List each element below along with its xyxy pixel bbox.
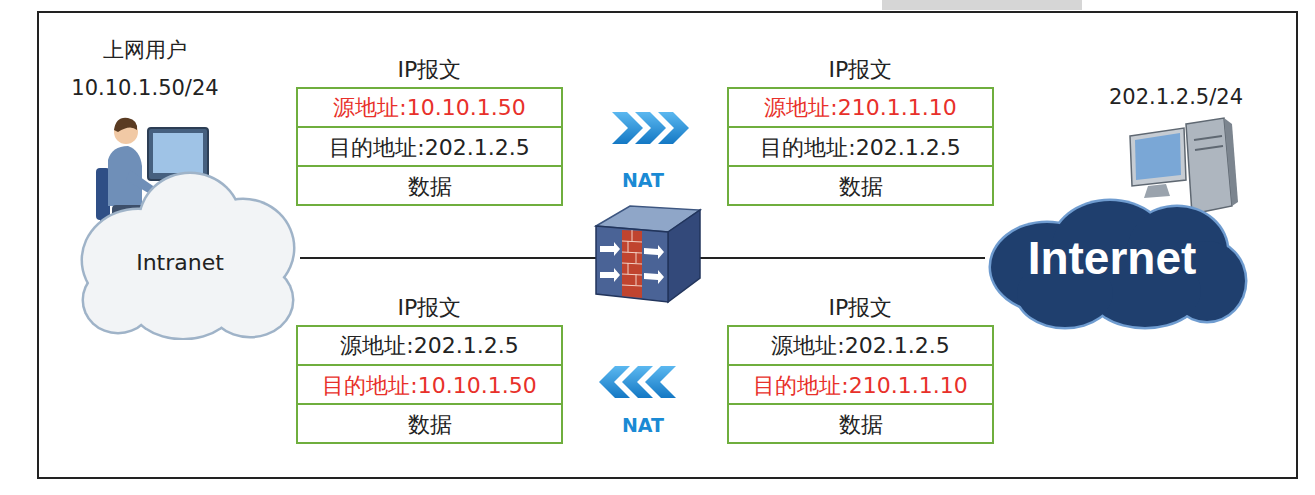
packet-heading: IP报文 — [296, 52, 563, 87]
packet-table: IP报文源地址:210.1.1.10目的地址:202.1.2.5数据 — [727, 52, 994, 206]
packet-table: IP报文源地址:10.10.1.50目的地址:202.1.2.5数据 — [296, 52, 563, 206]
address-label: 10.10.1.50/24 — [71, 76, 218, 100]
cloud-lobe — [84, 268, 152, 332]
cloud-fill — [991, 201, 1245, 327]
packet-table: IP报文源地址:202.1.2.5目的地址:210.1.1.10数据 — [727, 290, 994, 444]
packet-field: 数据 — [729, 403, 992, 442]
cloud-outline — [989, 199, 1248, 330]
firewall-icon — [596, 206, 700, 302]
nat-chevrons-left — [599, 366, 676, 398]
packet-field: 源地址:202.1.2.5 — [729, 327, 992, 364]
packet-field: 目的地址:210.1.1.10 — [729, 364, 992, 403]
packet-field: 目的地址:202.1.2.5 — [298, 126, 561, 165]
packet-fields: 源地址:202.1.2.5目的地址:10.10.1.50数据 — [296, 325, 563, 444]
packet-field: 数据 — [298, 165, 561, 204]
packet-field: 源地址:202.1.2.5 — [298, 327, 561, 364]
packet-table: IP报文源地址:202.1.2.5目的地址:10.10.1.50数据 — [296, 290, 563, 444]
packet-fields: 源地址:202.1.2.5目的地址:210.1.1.10数据 — [727, 325, 994, 444]
packet-field: 源地址:210.1.1.10 — [729, 89, 992, 126]
cloud-outline — [81, 172, 296, 341]
cloud-label: Intranet — [136, 250, 224, 275]
cloud-fill — [83, 174, 293, 338]
packet-field: 数据 — [729, 165, 992, 204]
packet-heading: IP报文 — [727, 290, 994, 325]
network-cloud: Internet — [985, 195, 1250, 330]
network-cloud: Intranet — [78, 150, 300, 340]
packet-field: 目的地址:202.1.2.5 — [729, 126, 992, 165]
packet-fields: 源地址:10.10.1.50目的地址:202.1.2.5数据 — [296, 87, 563, 206]
packet-heading: IP报文 — [727, 52, 994, 87]
address-label: 202.1.2.5/24 — [1109, 85, 1243, 109]
nat-label: NAT — [622, 169, 664, 191]
cloud-label: Internet — [1028, 231, 1197, 285]
packet-field: 数据 — [298, 403, 561, 442]
cloud-shape — [78, 150, 300, 340]
computer-illustration — [1130, 118, 1238, 214]
nat-chevrons-right — [612, 112, 689, 144]
nat-label: NAT — [622, 414, 664, 436]
top-bar — [882, 0, 1082, 10]
packet-heading: IP报文 — [296, 290, 563, 325]
packet-field: 目的地址:10.10.1.50 — [298, 364, 561, 403]
packet-fields: 源地址:210.1.1.10目的地址:202.1.2.5数据 — [727, 87, 994, 206]
packet-field: 源地址:10.10.1.50 — [298, 89, 561, 126]
address-label: 上网用户 — [103, 36, 187, 64]
frame — [38, 12, 1297, 478]
